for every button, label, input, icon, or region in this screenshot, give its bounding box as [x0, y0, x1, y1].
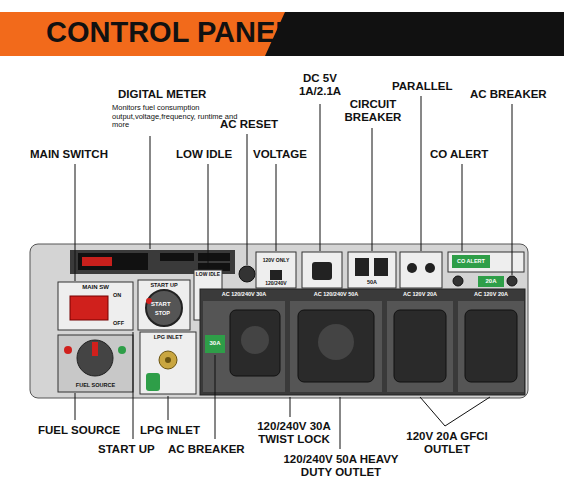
parallel-box [400, 252, 442, 288]
callout-label: PARALLEL [392, 80, 452, 93]
usb-port [312, 262, 332, 280]
main-switch [70, 296, 108, 320]
panel-text: 120/240V [256, 281, 296, 287]
meter-digits [82, 257, 112, 266]
heavy-duty-outlet [298, 310, 374, 382]
voltage-switch [270, 270, 282, 280]
panel-text: STOP [155, 310, 170, 316]
callout-label: AC BREAKER [470, 88, 547, 101]
panel-text: AC 120V 20A [387, 291, 453, 297]
meter-display [160, 253, 194, 261]
twist-lock-outlet [230, 310, 280, 376]
panel-text: 20A [478, 278, 504, 285]
panel-text: MAIN SW [58, 284, 133, 291]
gfci-outlet [394, 310, 446, 382]
callout-label: 120V 20A GFCI OUTLET [405, 430, 489, 456]
callout-label: LOW IDLE [176, 148, 232, 161]
fuel-dot [118, 346, 126, 354]
panel-text: AC 120/240V 50A [290, 291, 382, 297]
panel-text: CO ALERT [452, 258, 490, 264]
breaker-label-plate [478, 276, 504, 287]
parallel-port [407, 263, 417, 273]
callout-label: LPG INLET [140, 424, 200, 437]
panel-text: ON [113, 292, 121, 298]
panel-text: FUEL SOURCE [58, 382, 133, 388]
callout-label: DC 5V 1A/2.1A [292, 72, 348, 98]
main-switch-box [58, 282, 133, 330]
start-button [146, 290, 182, 326]
lpg-inlet [165, 357, 171, 363]
outlet-panel [387, 301, 453, 392]
callout-label: MAIN SWITCH [30, 148, 108, 161]
ac-breaker [205, 335, 225, 353]
callout-label: AC BREAKER [168, 443, 245, 456]
meter-display [78, 253, 148, 270]
breaker-switch [355, 258, 369, 276]
ac-breaker-button [453, 276, 463, 286]
callout-label: CO ALERT [430, 148, 488, 161]
circuit-breaker-box [348, 252, 396, 288]
panel-text: 50A [348, 279, 396, 285]
fuel-knob [77, 340, 113, 376]
fuel-dot [64, 346, 72, 354]
callout-label: AC RESET [220, 118, 278, 131]
lpg-inlet-box [140, 332, 196, 394]
meter-display [198, 253, 230, 261]
lpg-inlet [159, 351, 177, 369]
panel-text: AC 120V 20A [458, 291, 524, 297]
callout-label: DIGITAL METER [118, 88, 206, 101]
panel-text: AC 120/240V 30A [203, 291, 285, 297]
panel-text: START [151, 301, 171, 308]
breaker-switch [374, 258, 388, 276]
callout-label: START UP [98, 443, 155, 456]
callout-label: VOLTAGE [253, 148, 307, 161]
panel-text: LOW IDLE [194, 272, 222, 278]
parallel-port [425, 263, 435, 273]
panel-text: 120V ONLY [256, 258, 296, 264]
callout-label: 120/240V 30A TWIST LOCK [248, 420, 340, 446]
outlet-panel [290, 301, 382, 392]
ac-breaker-button [507, 276, 517, 286]
title-band [0, 12, 300, 56]
leader-lines [75, 96, 512, 449]
panel-text: OFF [113, 320, 124, 326]
fuel-source-box [58, 335, 133, 392]
co-alert-box [448, 252, 524, 272]
lpg-tank-icon [146, 373, 160, 391]
outlet-strip [200, 289, 525, 395]
title: CONTROL PANEL [46, 16, 293, 49]
callout-label: CIRCUIT BREAKER [340, 98, 406, 124]
co-alert-light [452, 255, 490, 268]
callout-label: 120/240V 50A HEAVY DUTY OUTLET [278, 453, 404, 479]
outlet-face [318, 324, 354, 360]
usb-box [302, 252, 342, 288]
control-panel [30, 244, 528, 398]
knob-pointer [92, 342, 98, 356]
outlet-panel [458, 301, 524, 392]
title-band [265, 12, 564, 56]
voltage-box [256, 252, 296, 288]
panel-text: 30A [205, 340, 225, 347]
panel-text: START UP [138, 282, 190, 288]
start-up-box [138, 280, 190, 330]
ac-reset-button [239, 266, 255, 282]
outlet-face [241, 326, 269, 354]
panel-text: LPG INLET [140, 334, 196, 340]
callout-label: FUEL SOURCE [38, 424, 120, 437]
gfci-outlet [465, 310, 517, 382]
